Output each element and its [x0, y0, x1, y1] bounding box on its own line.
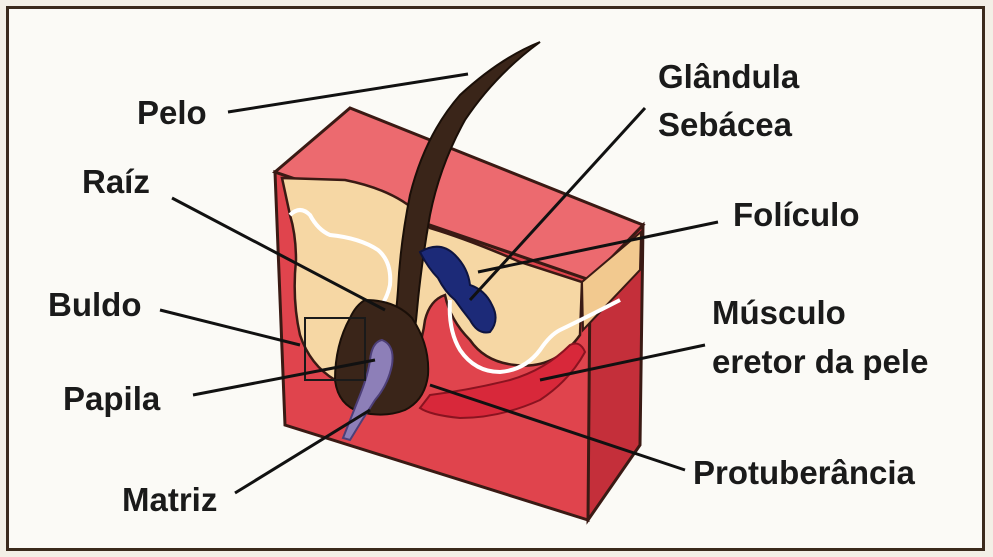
label-protuberancia: Protuberância [693, 453, 915, 493]
leader-pelo [228, 74, 468, 112]
label-musculo-line1: Músculo [712, 293, 846, 333]
label-pelo: Pelo [137, 93, 207, 133]
label-papila: Papila [63, 379, 160, 419]
label-buldo: Buldo [48, 285, 141, 325]
label-matriz: Matriz [122, 480, 217, 520]
label-glandula-line2: Sebácea [658, 105, 792, 145]
leader-buldo [160, 310, 300, 345]
label-raiz: Raíz [82, 162, 150, 202]
label-musculo-line2: eretor da pele [712, 342, 928, 382]
label-glandula-line1: Glândula [658, 57, 799, 97]
label-foliculo: Folículo [733, 195, 860, 235]
